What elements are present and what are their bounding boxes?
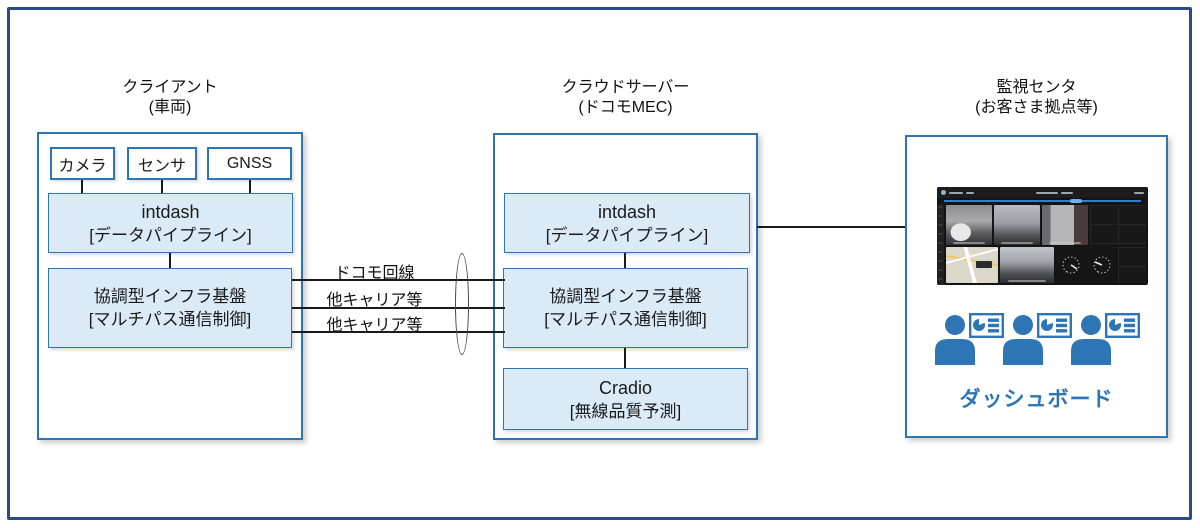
- operator-group: [934, 313, 1004, 365]
- dashboard-monitor-icon: [968, 313, 1004, 338]
- link-line-docomo: [292, 279, 505, 281]
- cloud-intdash-name: intdash: [597, 201, 657, 222]
- dashboard-tile-grid: [1090, 205, 1146, 245]
- connector-cloud-infra-cradio: [624, 348, 626, 368]
- cloud-title: クラウドサーバー: [561, 79, 690, 96]
- outer-frame: [7, 7, 1192, 520]
- operator-group: [1070, 313, 1140, 365]
- link-bundle-ellipse: [455, 253, 469, 355]
- operators-row: [907, 313, 1166, 365]
- connector-client-intdash-infra: [169, 253, 171, 268]
- cloud-cradio-role: [無線品質予測]: [569, 401, 682, 421]
- dashboard-topbar: [937, 187, 1148, 198]
- link-line-cloud-monitoring: [757, 226, 905, 228]
- connector-cloud-intdash-infra: [624, 253, 626, 268]
- connector-gnss-intdash: [249, 180, 251, 193]
- cloud-subtitle: (ドコモMEC): [578, 99, 673, 116]
- client-intdash-box: intdash [データパイプライン]: [48, 193, 293, 253]
- dashboard-grid: [946, 205, 1146, 283]
- cloud-cradio-box: Cradio [無線品質予測]: [503, 368, 748, 430]
- link-label-carrier-2: 他キャリア等: [326, 317, 423, 334]
- cloud-intdash-box: intdash [データパイプライン]: [504, 193, 750, 253]
- operator-group: [1002, 313, 1072, 365]
- dashboard-monitor-icon: [1104, 313, 1140, 338]
- cloud-infra-name: 協調型インフラ基盤: [549, 287, 702, 306]
- dashboard-camera-feed: [994, 205, 1040, 245]
- dashboard-screenshot: [937, 187, 1148, 285]
- monitoring-section-box: ダッシュボード: [905, 135, 1168, 438]
- connector-sensor-intdash: [161, 180, 163, 193]
- client-intdash-name: intdash: [141, 201, 200, 222]
- link-label-carrier-1: 他キャリア等: [326, 292, 423, 309]
- dashboard-camera-feed: [1042, 205, 1088, 245]
- monitoring-title: 監視センタ: [996, 79, 1077, 96]
- monitoring-column-header: 監視センタ (お客さま拠点等): [905, 78, 1168, 118]
- person-icon: [1070, 315, 1111, 365]
- dashboard-monitor-icon: [1036, 313, 1072, 338]
- link-line-carrier-2: [292, 331, 505, 333]
- dashboard-camera-feed: [1000, 247, 1054, 283]
- dashboard-tile-grid: [1118, 247, 1146, 283]
- dashboard-logo-icon: [941, 190, 946, 195]
- link-label-docomo: ドコモ回線: [334, 265, 415, 282]
- monitoring-subtitle: (お客さま拠点等): [975, 99, 1098, 116]
- client-infra-role: [マルチパス通信制御]: [88, 310, 252, 329]
- cloud-infra-box: 協調型インフラ基盤 [マルチパス通信制御]: [503, 268, 748, 348]
- cloud-cradio-name: Cradio: [598, 377, 653, 398]
- client-title: クライアント: [122, 79, 218, 96]
- dashboard-timeline: [944, 199, 1141, 203]
- cloud-infra-role: [マルチパス通信制御]: [544, 310, 707, 329]
- person-icon: [1002, 315, 1043, 365]
- connector-camera-intdash: [81, 180, 83, 193]
- sensor-box-camera: カメラ: [50, 147, 115, 180]
- link-line-carrier-1: [292, 307, 505, 309]
- dashboard-map-tile: [946, 247, 998, 283]
- client-infra-box: 協調型インフラ基盤 [マルチパス通信制御]: [48, 268, 292, 348]
- sensor-box-gnss: GNSS: [207, 147, 292, 180]
- cloud-intdash-role: [データパイプライン]: [545, 225, 709, 245]
- dashboard-timeline-marker: [1070, 199, 1083, 203]
- dashboard-gauge: [1087, 247, 1116, 283]
- client-infra-name: 協調型インフラ基盤: [93, 287, 247, 306]
- client-column-header: クライアント (車両): [37, 78, 303, 118]
- dashboard-sidebar: [937, 204, 944, 285]
- client-intdash-role: [データパイプライン]: [89, 225, 252, 245]
- client-subtitle: (車両): [148, 99, 192, 116]
- dashboard-label: ダッシュボード: [959, 388, 1114, 411]
- dashboard-camera-feed: [946, 205, 992, 245]
- person-icon: [934, 315, 975, 365]
- dashboard-gauge: [1056, 247, 1085, 283]
- sensor-box-sensor: センサ: [127, 147, 197, 180]
- cloud-column-header: クラウドサーバー (ドコモMEC): [493, 78, 758, 118]
